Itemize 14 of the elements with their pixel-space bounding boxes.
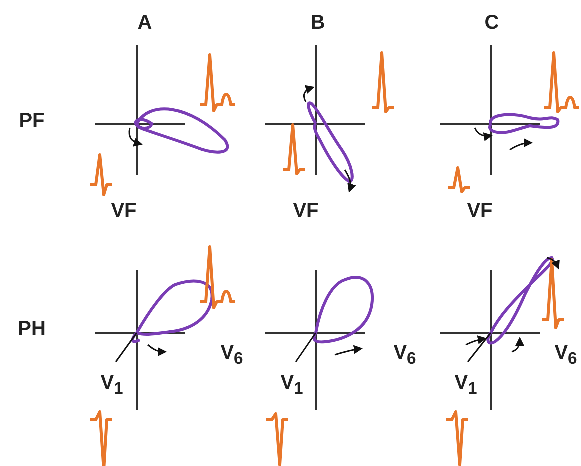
row-label: PH <box>18 318 46 341</box>
lead-label: V$_{1}$ <box>280 372 304 399</box>
lead-label: VF <box>467 200 493 223</box>
column-letter: A <box>138 12 152 35</box>
column-letter: B <box>310 12 326 35</box>
lead-label: VF <box>293 200 319 223</box>
lead-label: V$_{6}$ <box>554 342 578 369</box>
column-letter: C <box>484 12 500 35</box>
lead-label: VF <box>111 200 137 223</box>
row-label: PF <box>19 110 45 133</box>
lead-label: V$_{1}$ <box>454 372 478 399</box>
lead-label: V$_{6}$ <box>220 342 244 369</box>
lead-label: V$_{1}$ <box>100 372 124 399</box>
lead-label: V$_{6}$ <box>394 342 416 369</box>
